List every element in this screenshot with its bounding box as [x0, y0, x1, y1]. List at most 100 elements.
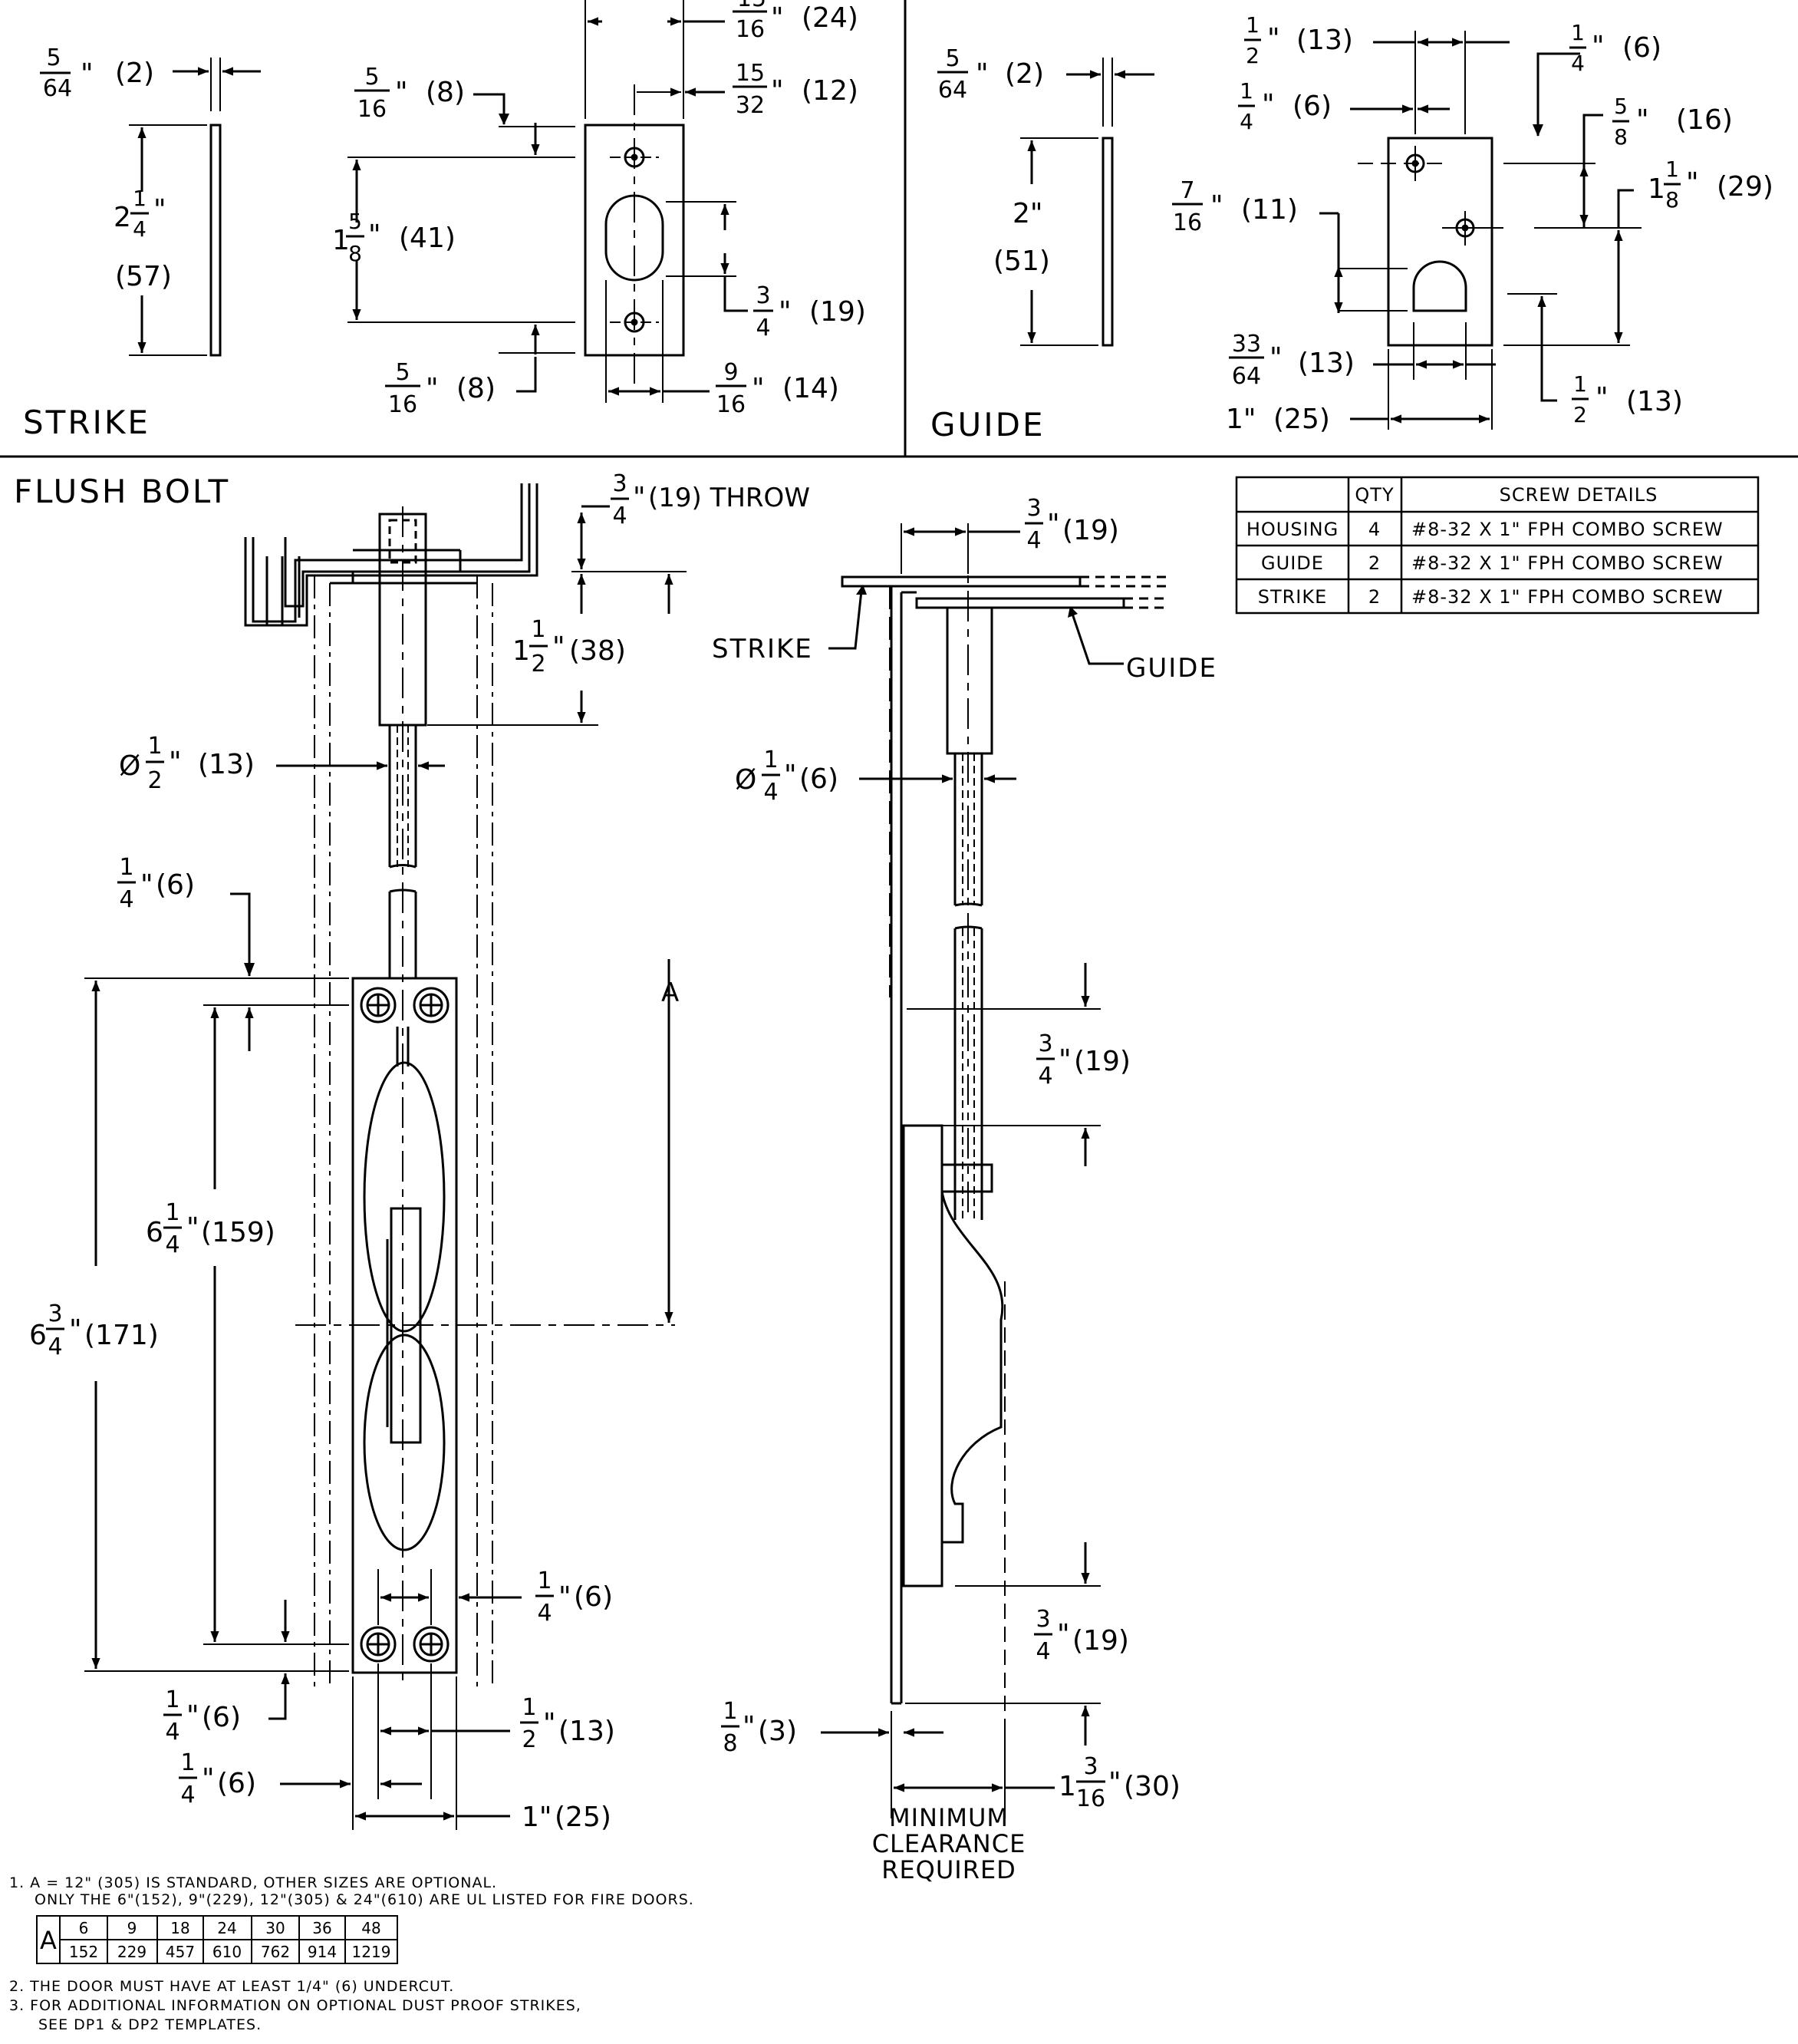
- svg-text:33: 33: [1232, 331, 1261, 358]
- svg-text:(6): (6): [574, 1581, 613, 1613]
- dim-strike-width: 15 16 " (24): [733, 0, 858, 43]
- flush-bolt-labels: FLUSH BOLT 3 4 " (19) THROW 1 1 2 " (38)…: [14, 470, 810, 1833]
- svg-text:(13): (13): [1626, 386, 1683, 417]
- dim-strike-slot: 3 4 " (19): [753, 282, 866, 341]
- dim-side-rod-dia: Ø 1 4 " (6): [735, 747, 838, 806]
- svg-text:": ": [771, 75, 784, 107]
- svg-text:5: 5: [364, 64, 379, 91]
- dim-screw-offset: 1 4 " (6): [535, 1568, 613, 1627]
- note-3: 3. FOR ADDITIONAL INFORMATION ON OPTIONA…: [9, 1997, 581, 2014]
- svg-text:(41): (41): [399, 223, 456, 254]
- svg-text:2": 2": [1013, 198, 1042, 229]
- svg-text:16: 16: [716, 391, 746, 418]
- svg-text:(8): (8): [426, 77, 465, 108]
- svg-text:": ": [1636, 104, 1649, 136]
- svg-text:3: 3: [612, 470, 627, 497]
- side-guide-label: GUIDE: [1126, 653, 1217, 684]
- screw-bottom-left: [360, 1626, 397, 1663]
- svg-text:(6): (6): [202, 1702, 241, 1733]
- svg-text:": ": [1686, 167, 1699, 199]
- guide-labels: GUIDE 5 64 " (2) 2" (51) 1 2 " (13) 1 4 …: [930, 12, 1773, 443]
- svg-text:1: 1: [165, 1199, 179, 1226]
- svg-text:(6): (6): [1622, 32, 1661, 64]
- dim-strike-hole-offset: 15 32 " (12): [733, 60, 858, 119]
- svg-text:4: 4: [165, 1719, 179, 1746]
- svg-text:5: 5: [945, 45, 960, 72]
- svg-text:(6): (6): [799, 763, 838, 795]
- svg-text:(51): (51): [993, 246, 1050, 277]
- side-strike-label: STRIKE: [712, 634, 813, 664]
- svg-text:8: 8: [348, 241, 362, 266]
- svg-text:(159): (159): [201, 1217, 275, 1248]
- screw-top-left: [360, 987, 397, 1024]
- svg-text:": ": [1269, 342, 1283, 374]
- svg-text:4: 4: [612, 503, 627, 529]
- svg-text:4: 4: [1026, 527, 1041, 554]
- flush-bolt-title: FLUSH BOLT: [14, 473, 230, 510]
- svg-text:(25): (25): [555, 1802, 611, 1833]
- svg-text:(8): (8): [456, 373, 496, 404]
- svg-text:6: 6: [29, 1320, 47, 1351]
- svg-text:(11): (11): [1241, 194, 1298, 226]
- notes: 1. A = 12" (305) IS STANDARD, OTHER SIZE…: [9, 1874, 693, 2033]
- svg-text:4: 4: [48, 1334, 62, 1360]
- svg-text:4: 4: [1036, 1638, 1050, 1665]
- svg-text:1: 1: [522, 1694, 536, 1721]
- screw-table: QTY SCREW DETAILS HOUSING 4 #8-32 X 1" F…: [1235, 476, 1760, 615]
- svg-text:(19) THROW: (19) THROW: [648, 483, 810, 513]
- svg-text:(3): (3): [758, 1716, 797, 1747]
- svg-text:": ": [140, 869, 153, 901]
- svg-text:1: 1: [119, 854, 133, 881]
- svg-text:": ": [1047, 509, 1060, 540]
- svg-text:4: 4: [1038, 1063, 1052, 1090]
- dim-strike-edge-top: 5 16 " (8): [354, 64, 465, 123]
- svg-text:MINIMUM: MINIMUM: [889, 1803, 1009, 1832]
- svg-text:5: 5: [46, 45, 61, 71]
- size-in-30: 30: [265, 1919, 285, 1937]
- svg-text:1: 1: [537, 1568, 552, 1594]
- svg-text:": ": [169, 747, 182, 778]
- screw-top-right: [413, 987, 450, 1024]
- svg-text:4: 4: [1571, 51, 1585, 76]
- size-table: A 6 9 18 24 30 36 48 152 229 457 610 762…: [36, 1915, 398, 1964]
- svg-text:": ": [1267, 23, 1280, 54]
- dim-side-upper-19: 3 4 " (19): [1036, 1030, 1131, 1090]
- clearance-note: MINIMUM CLEARANCE REQUIRED: [872, 1803, 1026, 1884]
- svg-text:5: 5: [348, 209, 362, 234]
- svg-text:1: 1: [180, 1749, 195, 1776]
- svg-text:(13): (13): [558, 1716, 615, 1747]
- svg-text:(13): (13): [198, 749, 255, 780]
- svg-text:8: 8: [1614, 124, 1628, 150]
- svg-text:(171): (171): [84, 1320, 159, 1351]
- dim-guide-width-half: 1 2 " (13): [1244, 12, 1353, 68]
- svg-text:3: 3: [48, 1301, 62, 1327]
- svg-text:4: 4: [119, 886, 133, 913]
- svg-text:4: 4: [180, 1782, 195, 1808]
- svg-text:STRIKE: STRIKE: [1258, 586, 1328, 608]
- svg-text:5: 5: [395, 359, 410, 386]
- dim-hole-span: 6 1 4 " (159): [146, 1199, 275, 1258]
- svg-text:9: 9: [723, 359, 738, 386]
- svg-text:(6): (6): [217, 1768, 256, 1799]
- svg-text:": ": [426, 373, 439, 404]
- svg-text:16: 16: [1173, 209, 1202, 236]
- svg-text:1: 1: [1665, 157, 1679, 182]
- dim-rod-length: 1 1 2 " (38): [512, 616, 626, 677]
- dim-guide-total-width: 1" (25): [1226, 404, 1330, 435]
- dim-guide-slot-w: 33 64 " (13): [1229, 331, 1355, 390]
- strike-drawing: [129, 0, 748, 403]
- size-in-6: 6: [79, 1919, 89, 1937]
- svg-text:(6): (6): [156, 869, 195, 901]
- svg-text:16: 16: [388, 391, 417, 418]
- note-2: 2. THE DOOR MUST HAVE AT LEAST 1/4" (6) …: [9, 1978, 454, 1995]
- svg-text:": ": [976, 58, 989, 90]
- svg-text:": ": [1592, 31, 1605, 62]
- svg-text:4: 4: [1240, 109, 1253, 134]
- svg-text:1": 1": [1226, 404, 1256, 435]
- svg-text:64: 64: [1232, 363, 1261, 390]
- size-in-48: 48: [361, 1919, 380, 1937]
- dim-guide-thickness: 5 64 " (2): [937, 45, 1044, 104]
- screw-table-row: STRIKE 2 #8-32 X 1" FPH COMBO SCREW: [1258, 586, 1723, 608]
- screw-table-header-details: SCREW DETAILS: [1500, 484, 1658, 506]
- svg-text:": ": [743, 1711, 756, 1742]
